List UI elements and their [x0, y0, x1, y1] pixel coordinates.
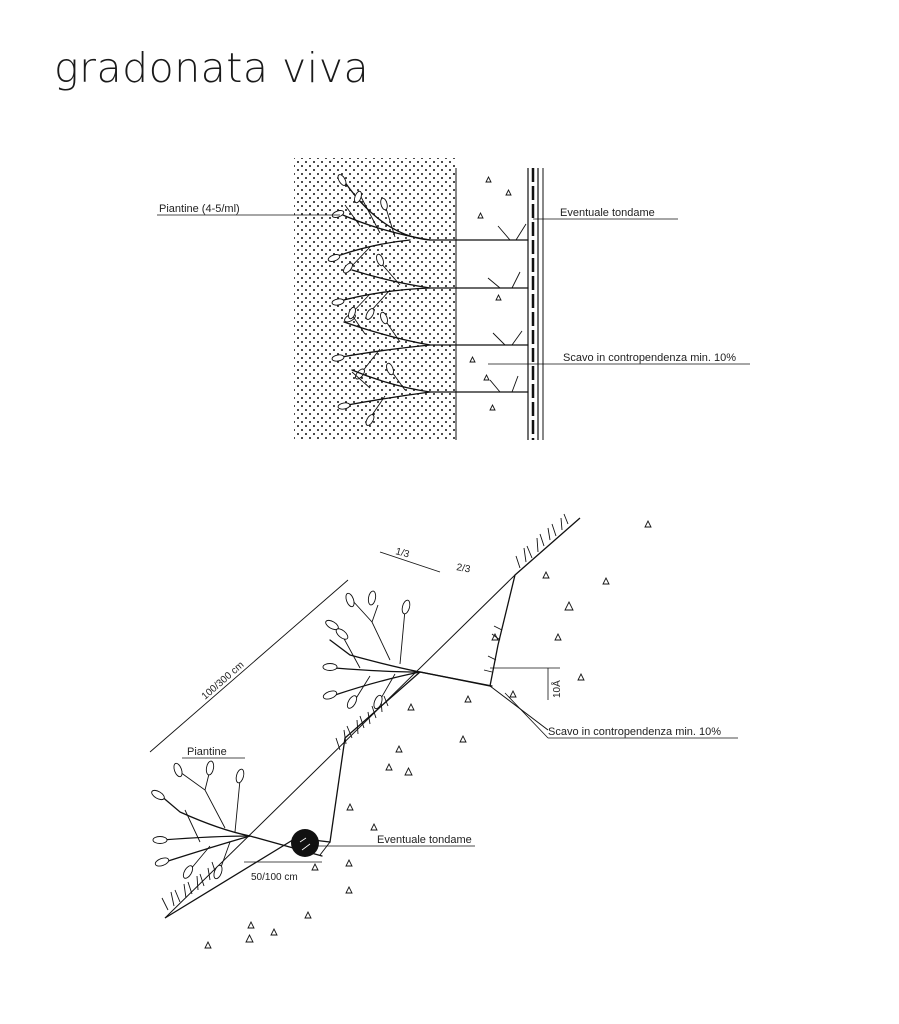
- label-ratio-b: 2/3: [455, 562, 471, 575]
- plant-row-4: [337, 362, 529, 426]
- lower-plant: [151, 760, 323, 880]
- plan-plants: [327, 174, 529, 426]
- dimension-ratio: [379, 551, 441, 573]
- plant-row-1: [327, 174, 529, 274]
- label-excavation-section: Scavo in contropendenza min. 10%: [548, 726, 721, 738]
- page-title: gradonata viva: [54, 44, 370, 92]
- label-excavation: Scavo in contropendenza min. 10%: [563, 352, 736, 364]
- upper-plant: [322, 590, 493, 710]
- label-plants-section: Piantine: [187, 746, 227, 758]
- section-view: 100/300 cm 1/3 2/3: [149, 513, 738, 949]
- label-plants: Piantine (4-5/ml): [159, 203, 240, 215]
- label-step-width: 50/100 cm: [251, 872, 298, 883]
- label-angle: 10Å: [550, 680, 563, 698]
- dimension-slope-length: [149, 579, 349, 753]
- soil-fill-area: [294, 158, 456, 440]
- ground-profile: [164, 517, 581, 919]
- label-ratio-a: 1/3: [394, 546, 411, 560]
- gravel-symbols-section: [204, 519, 652, 949]
- log-cross-section: [291, 829, 319, 857]
- plan-view: Piantine (4-5/ml) Eventuale tondame Scav…: [157, 158, 750, 440]
- plant-row-3: [331, 306, 529, 380]
- label-log: Eventuale tondame: [560, 207, 655, 219]
- label-slope-length: 100/300 cm: [200, 660, 247, 703]
- grass-tufts: [161, 513, 569, 911]
- log-wall: [527, 168, 544, 440]
- excavation-lines: [319, 685, 549, 856]
- leader-excavation-section: [504, 692, 549, 739]
- label-log-section: Eventuale tondame: [377, 834, 472, 846]
- plant-row-2: [331, 253, 529, 323]
- gravel-symbols: [469, 175, 512, 411]
